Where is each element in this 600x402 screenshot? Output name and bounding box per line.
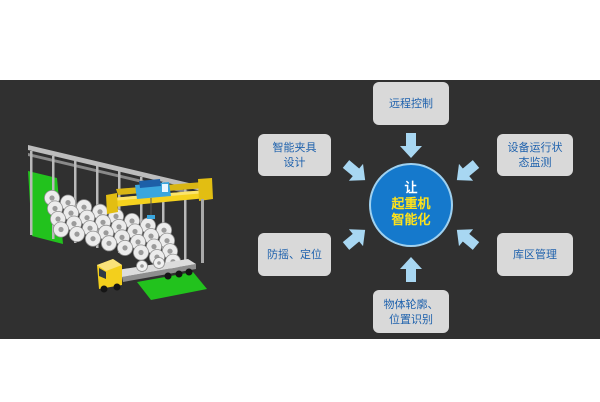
crane-illustration (28, 145, 213, 300)
feature-label: 物体轮廓、 (383, 297, 439, 311)
feature-box-remote-control: 远程控制 (373, 82, 449, 125)
steel-coil (53, 221, 70, 238)
end-carriage (198, 178, 213, 201)
feature-label: 位置识别 (389, 312, 433, 326)
truck-trailer-side (122, 264, 196, 282)
steel-coil (101, 235, 118, 252)
truck-wheel (164, 272, 172, 280)
steel-coil-stack (44, 189, 181, 270)
feature-label: 防摇、定位 (267, 248, 322, 261)
center-line-1: 让 (404, 181, 418, 196)
truck-windshield (99, 268, 106, 279)
feature-label: 态监测 (518, 156, 552, 169)
truck (97, 257, 196, 293)
feature-box-yard-management: 库区管理 (497, 233, 573, 276)
truck-wheel (185, 268, 193, 276)
feature-box-status-monitoring: 设备运行状 态监测 (497, 134, 573, 176)
steel-coil (117, 239, 134, 256)
steel-coil (85, 230, 102, 247)
truck-wheel (113, 283, 121, 291)
crane-hook (147, 215, 155, 219)
feature-label: 设备运行状 (507, 141, 563, 154)
feature-box-anti-sway-positioning: 防摇、定位 (258, 233, 331, 276)
end-carriage (106, 193, 118, 214)
column (184, 187, 187, 265)
center-line-2: 起重机 (391, 197, 431, 212)
steel-coil (69, 226, 86, 243)
front-column (201, 199, 204, 263)
center-circle: 让 起重机 智能化 (371, 165, 451, 245)
column (162, 182, 165, 262)
feature-label: 远程控制 (389, 97, 433, 110)
truck-cab-roof (97, 259, 122, 271)
floor-zone-loading (137, 272, 207, 300)
feature-box-smart-clamp-design: 智能夹具 设计 (258, 134, 331, 176)
feature-label: 智能夹具 (272, 141, 317, 154)
feature-box-object-recognition: 物体轮廓、 位置识别 (373, 290, 449, 333)
truck-wheel (175, 270, 183, 278)
truck-wheel (100, 285, 108, 293)
steel-coil (132, 244, 149, 261)
center-line-3: 智能化 (391, 213, 431, 228)
column (140, 177, 143, 258)
feature-label: 库区管理 (513, 248, 557, 261)
column (30, 151, 33, 235)
crane-trolley (135, 179, 171, 219)
feature-label: 设计 (283, 156, 306, 169)
